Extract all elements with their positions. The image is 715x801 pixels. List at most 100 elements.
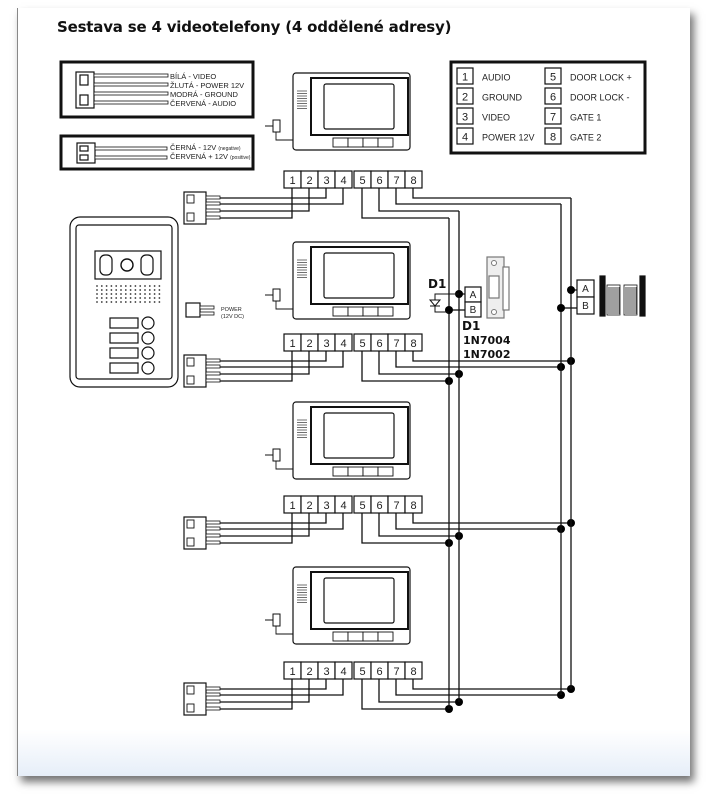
terminal-number: 5 [359, 500, 365, 512]
wire-audio [220, 679, 293, 710]
speaker-hole [115, 301, 118, 303]
terminal-number: 2 [306, 666, 312, 678]
monitor-button [377, 137, 394, 148]
speaker-hole [120, 297, 122, 299]
terminal-number: 1 [289, 500, 295, 512]
ir-led-strip [140, 254, 154, 276]
connector-lead [205, 686, 221, 691]
terminal-number: 6 [376, 666, 382, 678]
speaker-hole [115, 289, 118, 291]
monitor-button [362, 137, 379, 148]
terminal-number: 5 [359, 666, 365, 678]
wire-lock-plus [361, 351, 449, 382]
connector-lead [205, 195, 221, 200]
speaker-hole [105, 293, 108, 295]
speaker-hole [105, 289, 108, 291]
wire-lock-plus [361, 188, 449, 219]
strike-screw [491, 309, 497, 315]
monitor-button [362, 466, 379, 477]
power-cord [275, 626, 293, 635]
speaker-hole [105, 297, 108, 299]
speaker-hole [120, 301, 122, 303]
speaker-hole [110, 293, 113, 295]
terminal-number: 3 [323, 338, 329, 350]
monitor-button [332, 466, 349, 477]
speaker-hole [153, 293, 156, 295]
speaker-hole [96, 293, 98, 295]
wire-lock-minus [378, 679, 459, 703]
connector-lead [205, 364, 221, 369]
speaker-hole [96, 301, 98, 303]
connector-lead [205, 201, 221, 206]
speaker-hole [139, 293, 142, 295]
power-plug [272, 613, 281, 627]
terminal-number: 3 [323, 175, 329, 187]
speaker-hole [129, 285, 132, 287]
connector-pin [79, 94, 89, 106]
wire-audio [220, 351, 293, 382]
connector-pin [79, 154, 89, 161]
monitor-screen [323, 252, 395, 299]
speaker-hole [139, 301, 142, 303]
wire-ground [220, 351, 310, 375]
terminal-number: 7 [550, 112, 556, 124]
speaker-hole [124, 285, 127, 287]
terminal-letter: B [470, 305, 477, 316]
speaker-hole [120, 289, 122, 291]
terminal-number: 8 [410, 666, 416, 678]
speaker-hole [134, 297, 137, 299]
connector-lead [205, 706, 221, 711]
wire-gate1 [395, 513, 561, 530]
terminal-label: POWER 12V [482, 133, 535, 143]
terminal-number: 2 [306, 500, 312, 512]
terminal-number-box [456, 127, 474, 145]
terminal-number-box [544, 87, 562, 105]
monitor-button [377, 631, 394, 642]
terminal-label: GATE 1 [570, 113, 601, 123]
camera-lens [120, 258, 134, 272]
wire-video [220, 513, 327, 524]
terminal-letter: A [470, 290, 477, 301]
power-plug [272, 288, 281, 302]
speaker-hole [100, 293, 103, 295]
speaker-hole [148, 289, 151, 291]
monitor-screen [323, 83, 395, 130]
terminal-number: 2 [306, 175, 312, 187]
wire-lock-minus [378, 513, 459, 537]
speaker-hole [110, 301, 113, 303]
speaker-hole [153, 297, 156, 299]
speaker-hole [144, 301, 146, 303]
diode-label: D1 [462, 319, 480, 333]
door-connector-pin [186, 519, 195, 529]
speaker-hole [158, 297, 161, 299]
gate-post [599, 275, 606, 317]
wire-gate1 [395, 351, 561, 368]
terminal-label: VIDEO [482, 113, 510, 123]
junction-dot [445, 306, 453, 314]
speaker-hole [153, 301, 156, 303]
wire-power [220, 188, 344, 205]
wire-gate1 [395, 679, 561, 696]
connector-lead [205, 208, 221, 213]
wire-legend-entry: ČERVENÁ - AUDIO [170, 99, 236, 108]
wire-legend-entry: ČERVENÁ + 12V (positive) [170, 152, 251, 161]
monitor-screen [323, 577, 395, 624]
wire-audio [220, 513, 293, 544]
page-title: Sestava se 4 videotelefony (4 oddělené a… [57, 18, 452, 36]
wire-ground [220, 188, 310, 212]
door-connector-pin [186, 375, 195, 385]
speaker-hole [110, 289, 113, 291]
terminal-letter: B [582, 301, 589, 312]
gate-post [639, 275, 646, 317]
wire-gate2 [412, 351, 571, 362]
wire-lock-minus [378, 351, 459, 375]
terminal-number: 6 [376, 500, 382, 512]
door-station: POWER(12V DC) [69, 216, 244, 388]
wire-strand [93, 82, 169, 87]
speaker-hole [129, 297, 132, 299]
power-label: (12V DC) [221, 314, 244, 320]
terminal-number: 7 [393, 338, 399, 350]
